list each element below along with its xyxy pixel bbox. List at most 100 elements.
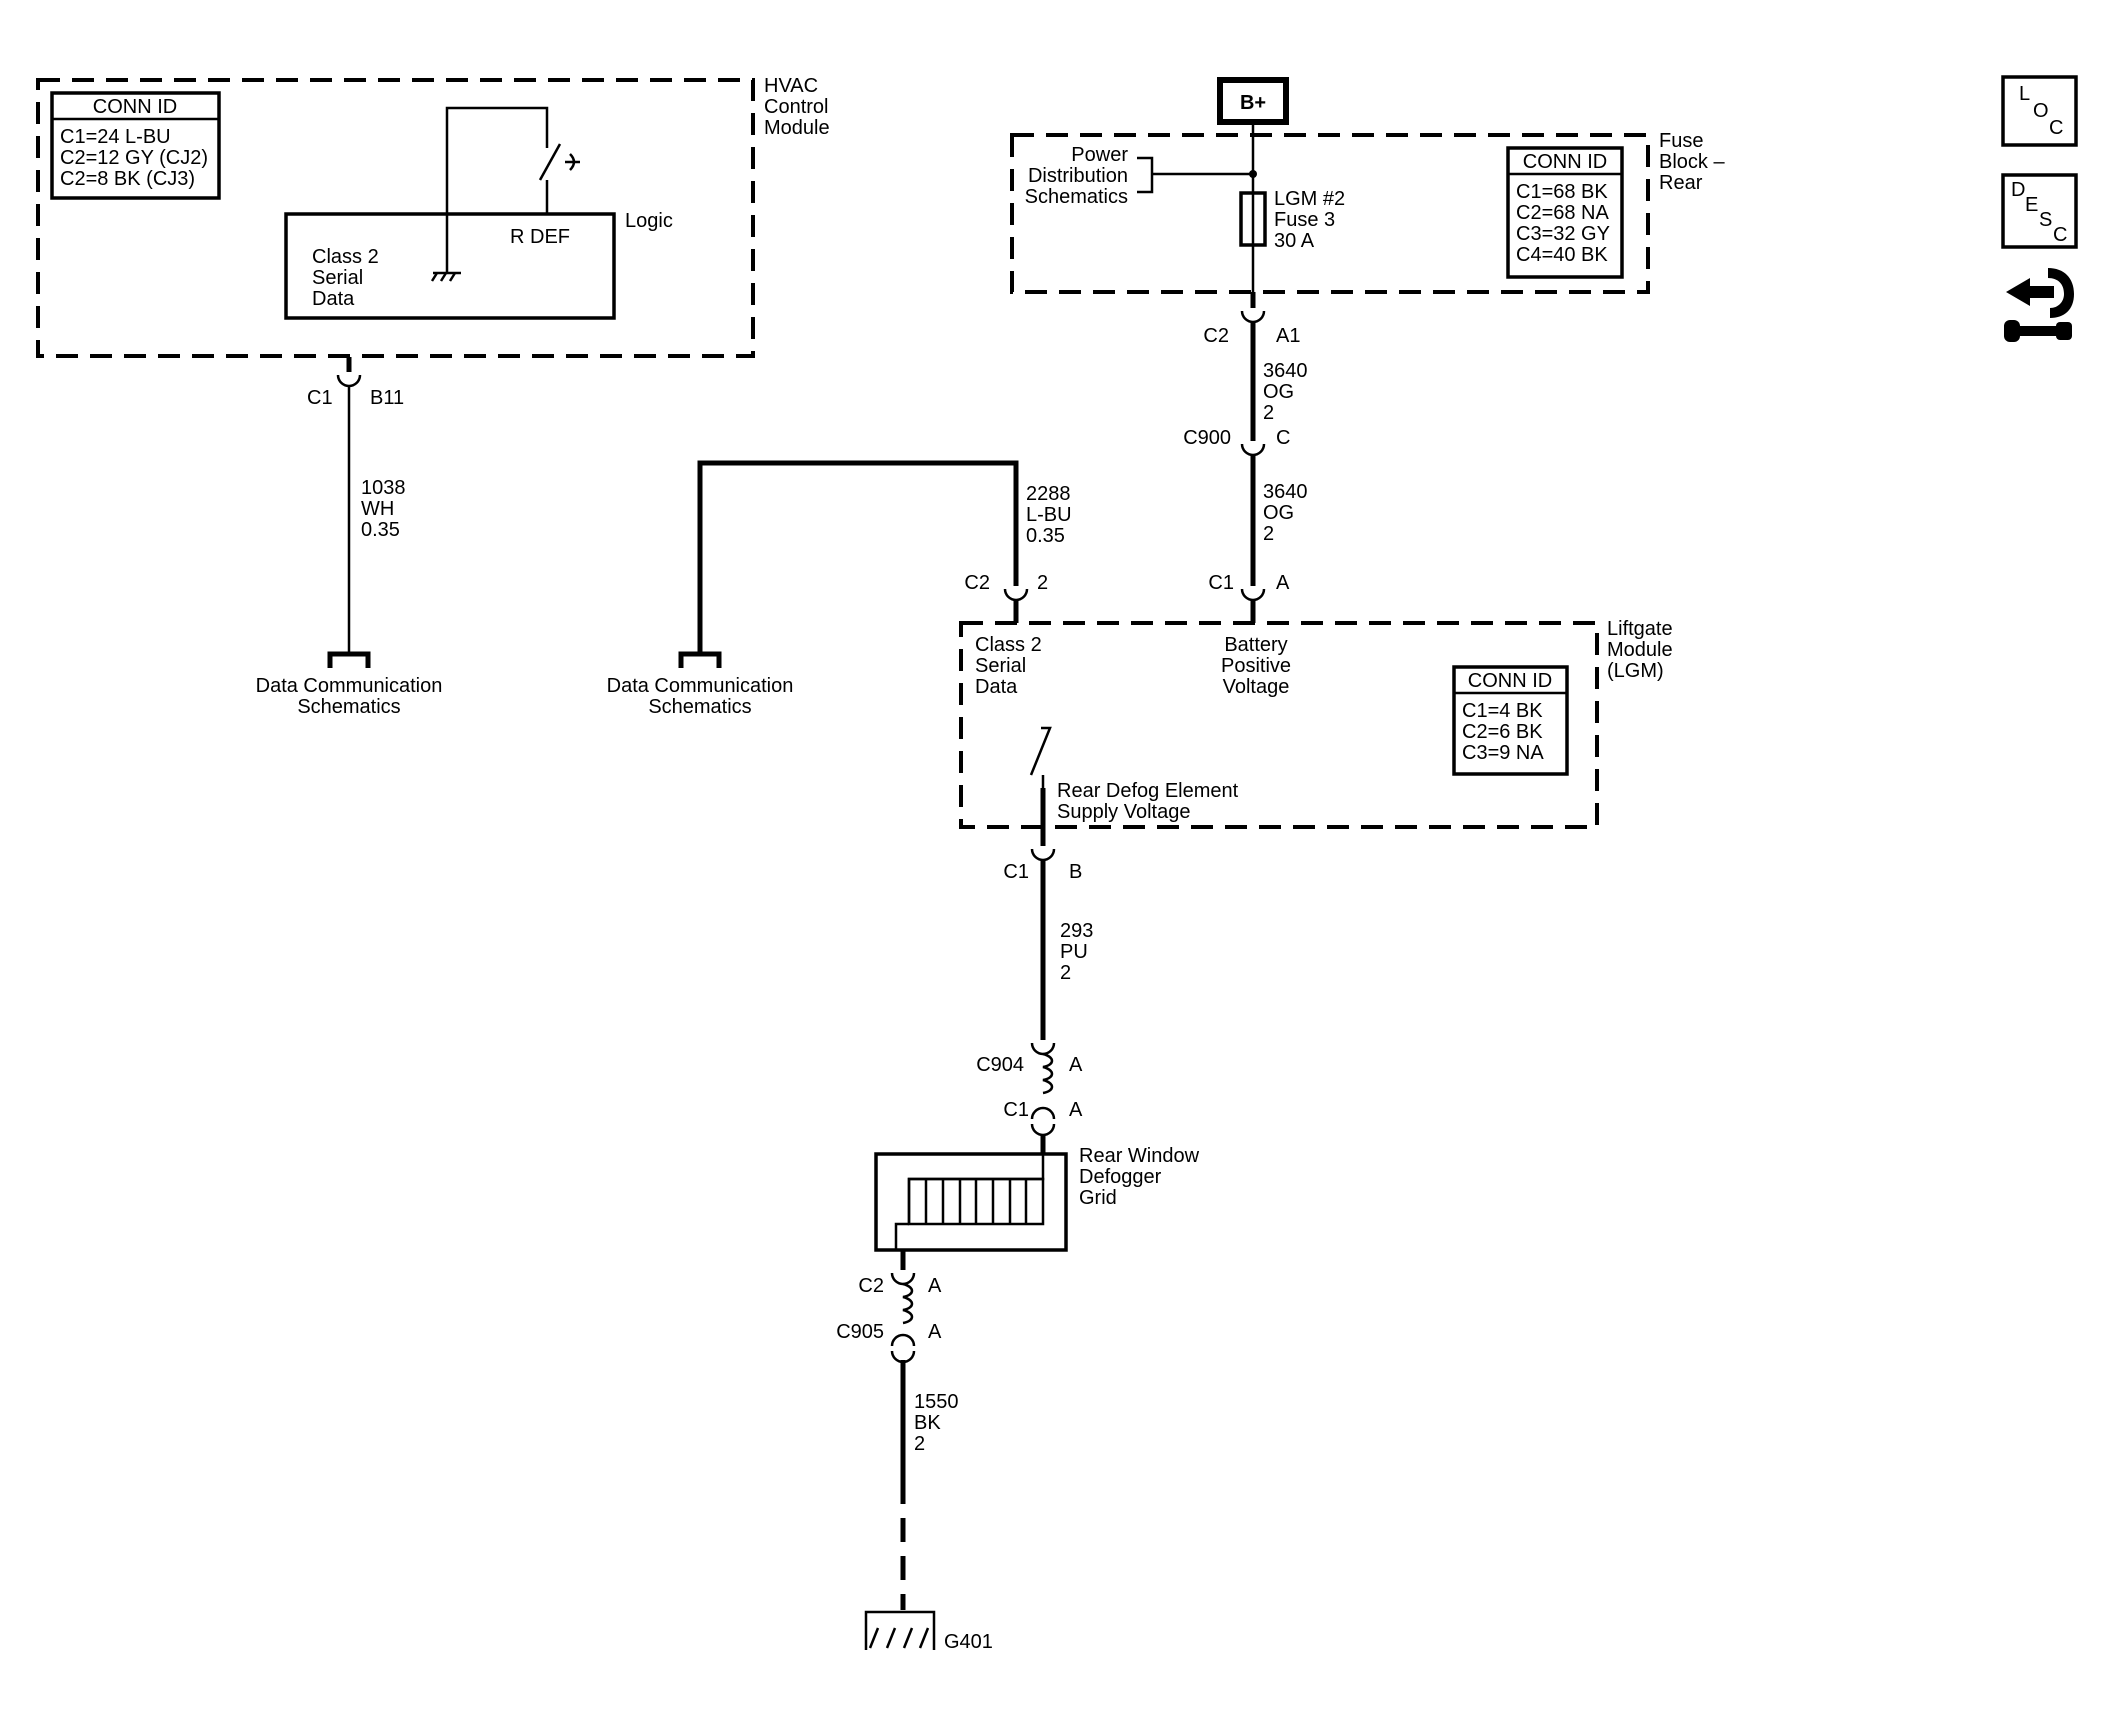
grid-label-line3: Grid <box>1079 1187 1117 1209</box>
lgm-data-wire: 2288 L-BU 0.35 C2 2 <box>678 460 1072 668</box>
c1b-pin: A <box>1069 1099 1083 1121</box>
connector-c1-b11 <box>336 374 362 388</box>
lgm-title-line3: (LGM) <box>1607 660 1664 682</box>
fuse-conn-c2: C2=68 NA <box>1516 202 1609 224</box>
lgm-conn-c3: C3=9 NA <box>1462 742 1544 764</box>
defog-ground-wire: C2 A C905 A 1550 BK 2 G401 <box>836 1250 993 1653</box>
fuse-block-boundary <box>1010 133 1650 294</box>
hvac-conn-c1: C1=24 L-BU <box>60 126 171 148</box>
feed-a1-label: A1 <box>1276 325 1300 347</box>
connector-c900 <box>1240 443 1266 457</box>
lgm-conn-id-table: CONN ID C1=4 BK C2=6 BK C3=9 NA <box>1452 665 1569 776</box>
fuse-block-title-line2: Block – <box>1659 151 1725 173</box>
lgm-data-comm-link[interactable]: Data Communication Schematics <box>607 675 794 718</box>
data-c2-label: C2 <box>964 572 990 594</box>
data-wire-circuit: 2288 <box>1026 483 1071 505</box>
fuse-block-conn-id-table: CONN ID C1=68 BK C2=68 NA C3=32 GY C4=40… <box>1506 146 1624 279</box>
hvac-class2-line3: Data <box>312 288 355 310</box>
lgm-class2-line2: Serial <box>975 655 1026 677</box>
hvac-title-line2: Control <box>764 96 828 118</box>
loc-icon-o: O <box>2033 100 2049 122</box>
fuse-block-rear: B+ Fuse Block – Rear Power Distribution … <box>1010 77 1725 294</box>
ground-wire-circuit: 1550 <box>914 1391 959 1413</box>
fuse-conn-c3: C3=32 GY <box>1516 223 1610 245</box>
defog-supply-wire: C1 B 293 PU 2 C904 A C1 A <box>976 827 1093 1154</box>
loc-icon-l: L <box>2019 83 2030 105</box>
defog-wire-color: PU <box>1060 941 1088 963</box>
feed-c900-pin: C <box>1276 427 1290 449</box>
hvac-wire-color: WH <box>361 498 394 520</box>
hvac-b11-label: B11 <box>370 387 404 409</box>
data-pin-label: 2 <box>1037 572 1048 594</box>
power-distribution-link[interactable]: Power Distribution Schematics <box>1025 144 1129 208</box>
fuse-number: Fuse 3 <box>1274 209 1335 231</box>
feed-wire1-circuit: 3640 <box>1263 360 1308 382</box>
chassis-ground-icon <box>430 271 461 282</box>
hvac-wire-circuit: 1038 <box>361 477 406 499</box>
feed-wire2-color: OG <box>1263 502 1294 524</box>
lgm-conn-c2: C2=6 BK <box>1462 721 1543 743</box>
lgm-battery-line1: Battery <box>1224 634 1287 656</box>
ground-wire-color: BK <box>914 1412 941 1434</box>
lgm-title-line1: Liftgate <box>1607 618 1673 640</box>
hvac-data-comm-line1: Data Communication <box>256 675 443 697</box>
desc-icon-c: C <box>2053 224 2067 246</box>
hvac-logic-box: Logic R DEF Class 2 Serial Data <box>284 210 673 320</box>
hvac-title-line3: Module <box>764 117 830 139</box>
fuse-rating: 30 A <box>1274 230 1315 252</box>
feed-wire1-color: OG <box>1263 381 1294 403</box>
hvac-wire-gauge: 0.35 <box>361 519 400 541</box>
lgm-data-comm-line2: Schematics <box>648 696 751 718</box>
ground-g401-icon <box>864 1610 936 1650</box>
lgm-conn-c1: C1=4 BK <box>1462 700 1543 722</box>
fuse-block-title-line1: Fuse <box>1659 130 1703 152</box>
power-dist-line3: Schematics <box>1025 186 1128 208</box>
fuse-conn-header: CONN ID <box>1523 151 1607 173</box>
feed-c2-label: C2 <box>1203 325 1229 347</box>
loc-icon[interactable]: L O C <box>2001 75 2078 147</box>
ground-label: G401 <box>944 1631 993 1653</box>
hvac-control-module: HVAC Control Module CONN ID C1=24 L-BU C… <box>36 75 830 358</box>
hvac-data-wire: C1 B11 1038 WH 0.35 <box>307 357 406 668</box>
defog-relay-switch <box>1029 726 1052 788</box>
defog-wire-gauge: 2 <box>1060 962 1071 984</box>
rear-window-defogger-grid <box>874 1152 1068 1252</box>
hvac-title-line1: HVAC <box>764 75 818 97</box>
battery-feed-wire: C2 A1 3640 OG 2 C900 C 3640 OG 2 C1 A <box>1183 292 1308 623</box>
rdef-switch-symbol <box>430 106 580 282</box>
desc-icon-d: D <box>2011 179 2025 201</box>
hvac-data-comm-link[interactable]: Data Communication Schematics <box>256 675 443 718</box>
hvac-data-comm-line2: Schematics <box>297 696 400 718</box>
ground-wire-gauge: 2 <box>914 1433 925 1455</box>
lgm-defog-line2: Supply Voltage <box>1057 801 1190 823</box>
c904-pin: A <box>1069 1054 1083 1076</box>
fuse-conn-c1: C1=68 BK <box>1516 181 1608 203</box>
power-dist-line2: Distribution <box>1028 165 1128 187</box>
c905-label: C905 <box>836 1321 884 1343</box>
hvac-module-boundary <box>36 78 755 358</box>
data-wire-color: L-BU <box>1026 504 1072 526</box>
connector-tool-icon[interactable] <box>2004 268 2074 342</box>
lgm-title-line2: Module <box>1607 639 1673 661</box>
loc-icon-c: C <box>2049 117 2063 139</box>
fuse-block-title-line3: Rear <box>1659 172 1703 194</box>
defog-c1-label: C1 <box>1003 861 1029 883</box>
hvac-class2-line2: Serial <box>312 267 363 289</box>
connector-c1-b <box>1030 848 1056 862</box>
hvac-logic-label: Logic <box>625 210 673 232</box>
hvac-conn-c2b: C2=8 BK (CJ3) <box>60 168 195 190</box>
hvac-c1-label: C1 <box>307 387 333 409</box>
feed-c1-pin: A <box>1276 572 1290 594</box>
battery-label: B+ <box>1240 92 1266 114</box>
connector-c905-inline <box>890 1272 916 1364</box>
desc-icon[interactable]: D E S C <box>2001 173 2078 249</box>
connector-c1-a <box>1240 588 1266 602</box>
feed-wire2-circuit: 3640 <box>1263 481 1308 503</box>
fuse-symbol <box>1239 191 1267 247</box>
defog-c1-pin: B <box>1069 861 1082 883</box>
c2-grid-label: C2 <box>858 1275 884 1297</box>
desc-icon-s: S <box>2039 209 2052 231</box>
lgm-class2-line1: Class 2 <box>975 634 1042 656</box>
hvac-rdef-label: R DEF <box>510 226 570 248</box>
